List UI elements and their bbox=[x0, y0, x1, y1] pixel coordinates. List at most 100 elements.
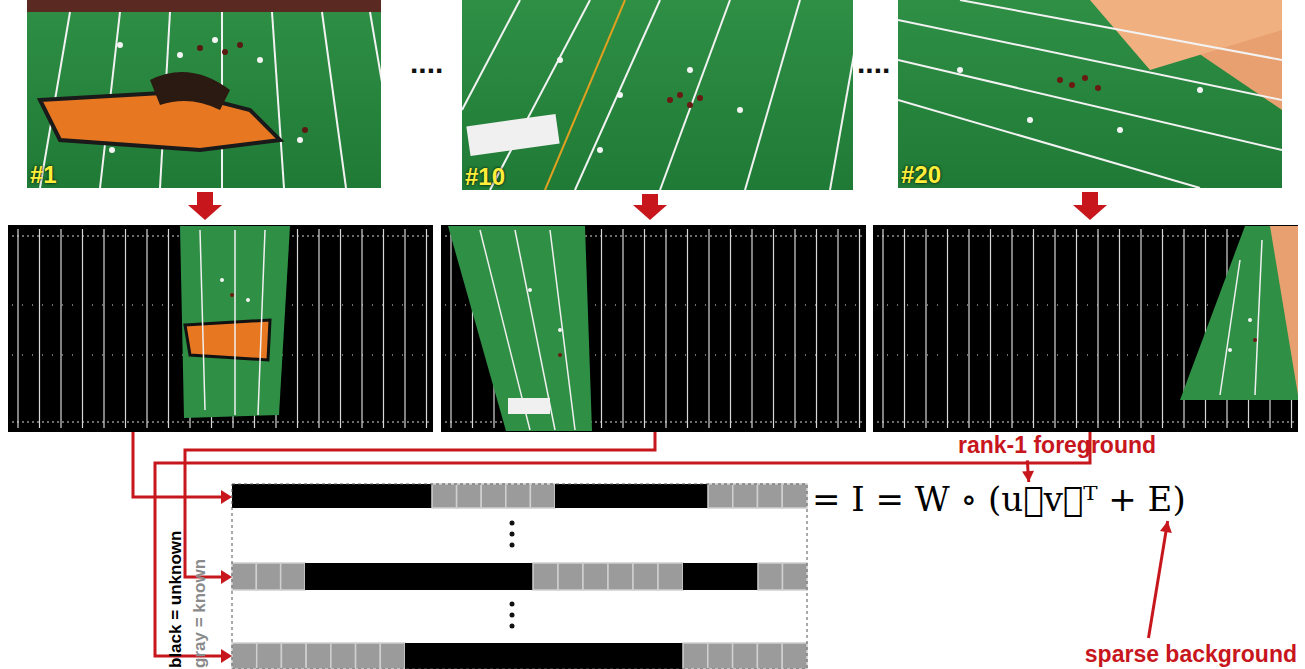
known-cell bbox=[232, 643, 257, 669]
yard-line bbox=[1119, 229, 1120, 428]
field-edge bbox=[12, 421, 429, 422]
field-edge bbox=[877, 421, 1294, 422]
row-link-head bbox=[221, 490, 232, 663]
yard-line bbox=[1054, 229, 1055, 428]
known-cell bbox=[257, 643, 282, 669]
known-cell bbox=[457, 484, 482, 508]
frame-number: #1 bbox=[30, 162, 57, 188]
yard-line bbox=[1162, 229, 1163, 428]
yard-line bbox=[751, 229, 752, 428]
yard-line bbox=[426, 229, 427, 428]
known-cell bbox=[758, 484, 783, 508]
yard-line bbox=[125, 229, 126, 428]
video-frame bbox=[27, 0, 381, 188]
leader-head bbox=[1160, 521, 1172, 533]
row-link bbox=[133, 432, 1090, 656]
known-cell bbox=[782, 484, 807, 508]
registered-panel bbox=[8, 225, 1298, 432]
warped-frame bbox=[180, 226, 1298, 431]
yard-line bbox=[968, 229, 969, 428]
yard-line bbox=[644, 229, 645, 428]
known-cell bbox=[481, 484, 506, 508]
known-cell bbox=[733, 643, 758, 669]
known-cell bbox=[432, 484, 457, 508]
yard-line bbox=[39, 229, 40, 428]
known-cell bbox=[608, 563, 633, 590]
yard-line bbox=[361, 229, 362, 428]
yard-line bbox=[404, 229, 405, 428]
observation-matrix bbox=[232, 484, 807, 669]
unknown-cells bbox=[405, 643, 683, 669]
unknown-cells bbox=[683, 563, 758, 590]
video-frame bbox=[462, 0, 853, 190]
known-cell bbox=[782, 643, 807, 669]
yard-line bbox=[17, 229, 18, 428]
unknown-cells bbox=[305, 563, 533, 590]
ellipsis: .... bbox=[410, 46, 443, 81]
known-cell bbox=[281, 643, 306, 669]
yard-line bbox=[146, 229, 147, 428]
known-cell bbox=[232, 563, 256, 590]
legend-note: black = unknown bbox=[166, 531, 186, 668]
yard-line bbox=[708, 229, 709, 428]
yard-line bbox=[773, 229, 774, 428]
yard-line bbox=[990, 229, 991, 428]
yard-line bbox=[794, 229, 795, 428]
frame-number: #10 bbox=[465, 164, 505, 190]
yard-line bbox=[1140, 229, 1141, 428]
unknown-cells bbox=[232, 484, 432, 508]
ellipsis: .... bbox=[857, 46, 890, 81]
known-cell bbox=[708, 484, 733, 508]
leader-line bbox=[1148, 521, 1167, 638]
known-cell bbox=[558, 563, 583, 590]
video-frame: #1 bbox=[27, 0, 381, 188]
known-cell bbox=[530, 484, 555, 508]
known-cell bbox=[380, 643, 405, 669]
known-cell bbox=[633, 563, 658, 590]
yard-line bbox=[297, 229, 298, 428]
yard-line bbox=[60, 229, 61, 428]
yard-line bbox=[82, 229, 83, 428]
known-cell bbox=[658, 563, 683, 590]
known-cell bbox=[356, 643, 381, 669]
frame-number: #20 bbox=[901, 162, 941, 188]
annotation: rank-1 foreground bbox=[958, 432, 1156, 458]
yard-line bbox=[1097, 229, 1098, 428]
yard-line bbox=[882, 229, 883, 428]
field-edge bbox=[877, 235, 1294, 236]
matrix-outline bbox=[232, 484, 807, 669]
known-cell bbox=[256, 563, 280, 590]
yard-line bbox=[1076, 229, 1077, 428]
known-cell bbox=[533, 563, 558, 590]
vertical-ellipsis bbox=[510, 521, 515, 629]
yard-line bbox=[904, 229, 905, 428]
known-cell bbox=[306, 643, 331, 669]
down-arrow bbox=[188, 192, 1107, 220]
yard-line bbox=[622, 229, 623, 428]
yard-line bbox=[103, 229, 104, 428]
yard-line bbox=[665, 229, 666, 428]
yard-line bbox=[816, 229, 817, 428]
yard-line bbox=[837, 229, 838, 428]
known-cell bbox=[783, 563, 808, 590]
known-cell bbox=[733, 484, 758, 508]
video-frame: #20 bbox=[898, 0, 1282, 188]
yard-line bbox=[318, 229, 319, 428]
yard-line bbox=[601, 229, 602, 428]
legend-note: gray = known bbox=[190, 559, 210, 668]
known-cell bbox=[757, 643, 782, 669]
yard-line bbox=[1033, 229, 1034, 428]
unknown-cells bbox=[555, 484, 708, 508]
known-cell bbox=[708, 643, 733, 669]
video-frame bbox=[898, 0, 1282, 188]
known-cell bbox=[683, 643, 708, 669]
known-cell bbox=[281, 563, 305, 590]
annotation: sparse background bbox=[1085, 641, 1297, 667]
known-cell bbox=[583, 563, 608, 590]
yard-line bbox=[730, 229, 731, 428]
yard-line bbox=[383, 229, 384, 428]
known-cell bbox=[331, 643, 356, 669]
known-cell bbox=[758, 563, 783, 590]
yard-line bbox=[687, 229, 688, 428]
yard-line bbox=[340, 229, 341, 428]
